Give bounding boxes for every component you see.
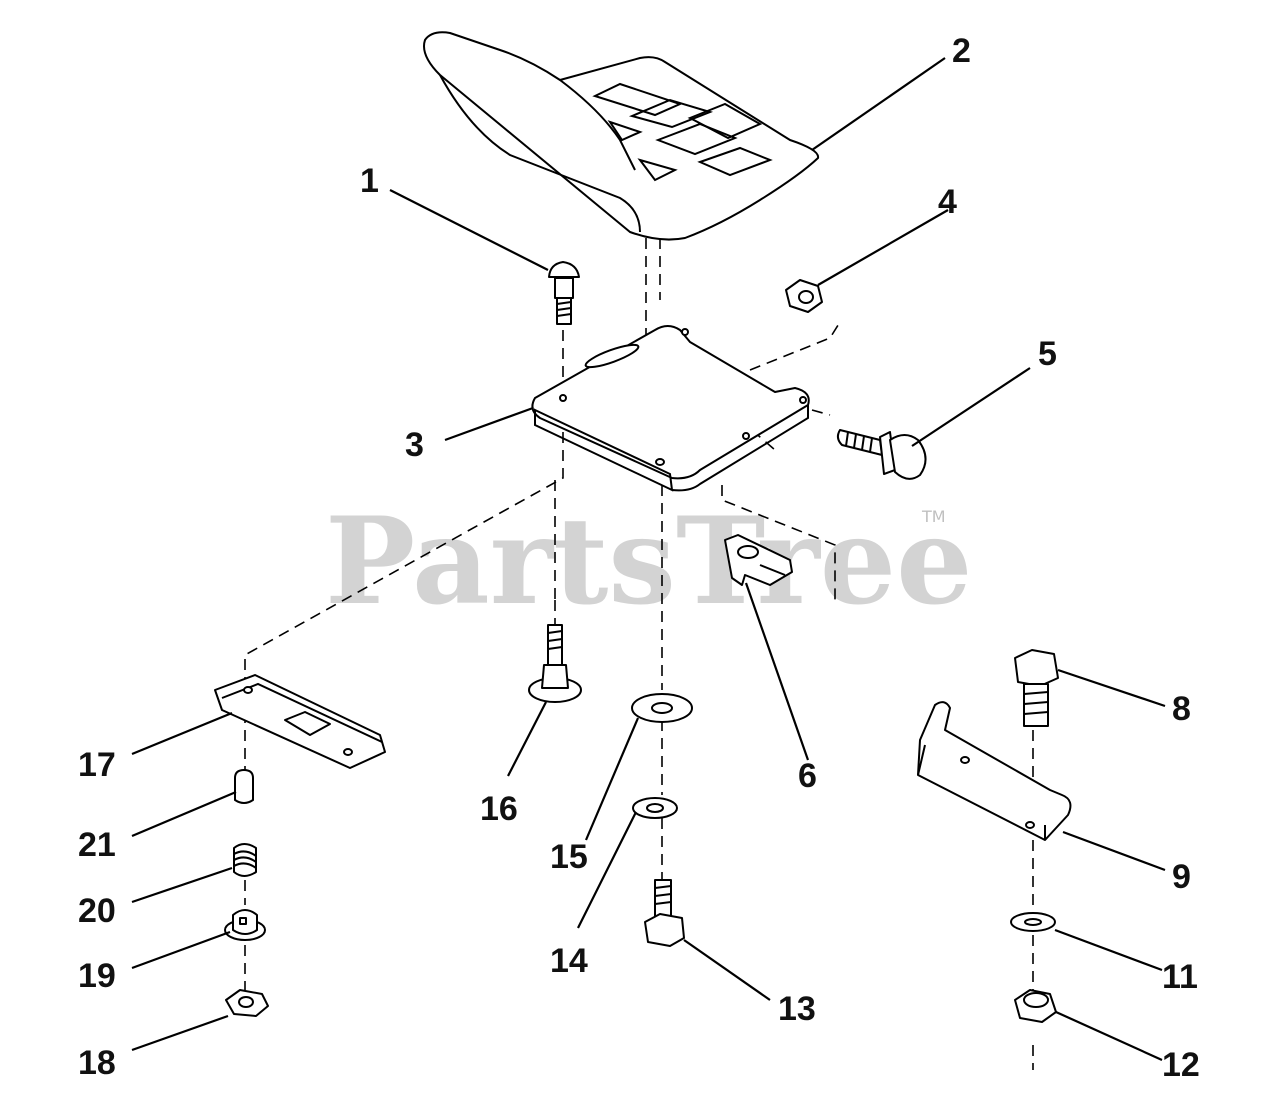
callout-12: 12: [1162, 1046, 1200, 1084]
callout-18: 18: [78, 1044, 116, 1082]
hex-bolt-13-part: [644, 879, 685, 947]
callout-4: 4: [938, 183, 957, 221]
callout-5: 5: [1038, 335, 1057, 373]
seat-plate-part: [531, 325, 810, 492]
callout-17: 17: [78, 746, 116, 784]
shoulder-bolt-part: [836, 429, 927, 480]
callout-20: 20: [78, 892, 116, 930]
callout-21: 21: [78, 826, 116, 864]
callout-labels: 1 2 3 4 5 6 17 21 20 19 18 16 15 14 13 8…: [78, 32, 1200, 1084]
hex-nut-part: [785, 279, 823, 313]
callout-19: 19: [78, 957, 116, 995]
spring-part: [233, 843, 257, 877]
callout-6: 6: [798, 757, 817, 795]
lock-washer-part: [632, 797, 678, 819]
flange-bolt-part: [528, 624, 582, 703]
callout-13: 13: [778, 990, 816, 1028]
callout-16: 16: [480, 790, 518, 828]
lock-nut-part: [1014, 989, 1057, 1023]
callout-15: 15: [550, 838, 588, 876]
callout-8: 8: [1172, 690, 1191, 728]
flat-washer-part: [631, 693, 693, 723]
bracket-part: [917, 701, 1072, 841]
callout-11: 11: [1162, 958, 1198, 996]
alignment-lines: [244, 238, 1034, 1070]
washer-11-part: [1010, 912, 1056, 932]
knob-nut-part: [224, 909, 266, 941]
carriage-bolt-part: [548, 261, 580, 325]
callout-14: 14: [550, 942, 588, 980]
callout-3: 3: [405, 426, 424, 464]
slide-plate-part: [214, 674, 386, 769]
seat-part: [423, 31, 820, 241]
clip-part: [724, 534, 793, 586]
callout-2: 2: [952, 32, 971, 70]
watermark-trademark: TM: [921, 507, 946, 526]
pin-part: [234, 769, 254, 804]
leader-lines: [131, 57, 1166, 1062]
flange-nut-part: [225, 989, 269, 1017]
hex-bolt-8-part: [1014, 649, 1059, 727]
watermark-text: PartsTree: [325, 491, 972, 632]
callout-9: 9: [1172, 858, 1191, 896]
callout-1: 1: [360, 162, 379, 200]
